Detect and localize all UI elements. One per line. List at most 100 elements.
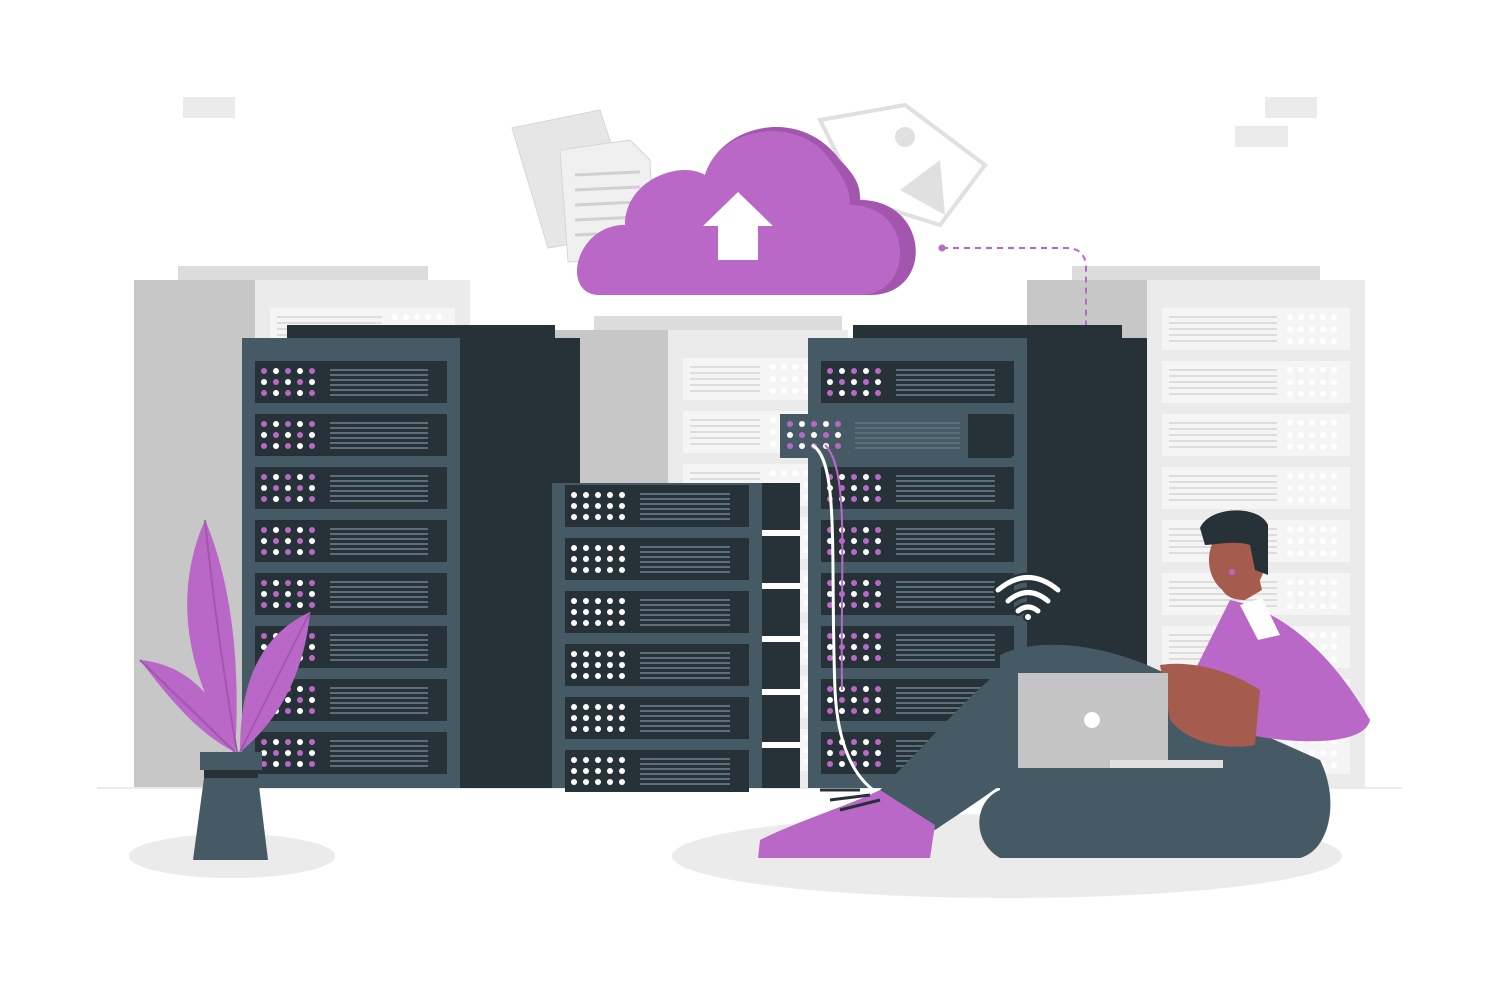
vent xyxy=(640,556,730,558)
led xyxy=(827,602,833,608)
led xyxy=(803,629,809,635)
led xyxy=(835,443,841,449)
led xyxy=(827,697,833,703)
led xyxy=(571,503,577,509)
vent xyxy=(330,712,428,714)
led xyxy=(803,682,809,688)
led xyxy=(1331,485,1337,491)
server-unit xyxy=(565,591,749,633)
led xyxy=(803,747,809,753)
led xyxy=(309,580,315,586)
led xyxy=(851,655,857,661)
vent xyxy=(1169,316,1277,318)
vent xyxy=(330,760,428,762)
led xyxy=(571,620,577,626)
led xyxy=(851,485,857,491)
vent xyxy=(896,389,995,391)
led xyxy=(583,514,589,520)
led xyxy=(1320,497,1326,503)
led xyxy=(799,421,805,427)
vent xyxy=(330,369,428,371)
led xyxy=(1331,391,1337,397)
vent xyxy=(640,763,730,765)
vent xyxy=(640,667,730,669)
led xyxy=(309,485,315,491)
vent xyxy=(896,606,995,608)
led xyxy=(1287,550,1293,556)
led xyxy=(1298,379,1304,385)
led xyxy=(1309,579,1315,585)
led xyxy=(273,496,279,502)
led xyxy=(619,492,625,498)
led xyxy=(285,443,291,449)
vent xyxy=(690,425,760,427)
led xyxy=(851,633,857,639)
led xyxy=(607,726,613,732)
vent xyxy=(896,369,995,371)
cloud-upload-icon xyxy=(577,127,916,295)
vent xyxy=(896,548,995,550)
led xyxy=(297,739,303,745)
led xyxy=(1309,485,1315,491)
led xyxy=(1287,526,1293,532)
led xyxy=(1309,603,1315,609)
led xyxy=(835,432,841,438)
server-unit xyxy=(821,467,1014,509)
separator xyxy=(762,689,800,695)
vent xyxy=(640,503,730,505)
led xyxy=(1320,526,1326,532)
led xyxy=(792,470,798,476)
vent xyxy=(1169,340,1277,342)
led xyxy=(1309,314,1315,320)
led xyxy=(1320,591,1326,597)
led xyxy=(571,704,577,710)
wifi-icon xyxy=(993,572,1063,622)
led xyxy=(1298,550,1304,556)
led xyxy=(851,390,857,396)
vent xyxy=(330,543,428,545)
server-unit xyxy=(565,750,749,792)
vent xyxy=(330,528,428,530)
led xyxy=(875,686,881,692)
vent xyxy=(896,586,995,588)
vent xyxy=(896,495,995,497)
led xyxy=(1309,379,1315,385)
led xyxy=(309,644,315,650)
vent xyxy=(640,783,730,785)
led xyxy=(273,750,279,756)
led xyxy=(1298,485,1304,491)
led xyxy=(595,651,601,657)
vent xyxy=(855,447,960,449)
led xyxy=(863,390,869,396)
led xyxy=(607,757,613,763)
vent xyxy=(855,422,960,424)
vent xyxy=(896,707,995,709)
led xyxy=(571,662,577,668)
led xyxy=(1298,473,1304,479)
led xyxy=(803,364,809,370)
person xyxy=(758,510,1370,858)
vent xyxy=(1169,381,1277,383)
led xyxy=(787,432,793,438)
vent xyxy=(896,533,995,535)
led xyxy=(583,492,589,498)
vent xyxy=(330,427,428,429)
led xyxy=(583,651,589,657)
vent xyxy=(277,316,382,318)
vent xyxy=(690,366,760,368)
led xyxy=(863,697,869,703)
vent xyxy=(330,697,428,699)
vent xyxy=(896,475,995,477)
led xyxy=(875,379,881,385)
vent xyxy=(330,707,428,709)
vent xyxy=(690,472,760,474)
led xyxy=(583,503,589,509)
led xyxy=(863,708,869,714)
led xyxy=(261,390,267,396)
led xyxy=(781,388,787,394)
led xyxy=(571,757,577,763)
vent xyxy=(330,447,428,449)
led xyxy=(1331,538,1337,544)
led xyxy=(571,556,577,562)
led xyxy=(770,417,776,423)
